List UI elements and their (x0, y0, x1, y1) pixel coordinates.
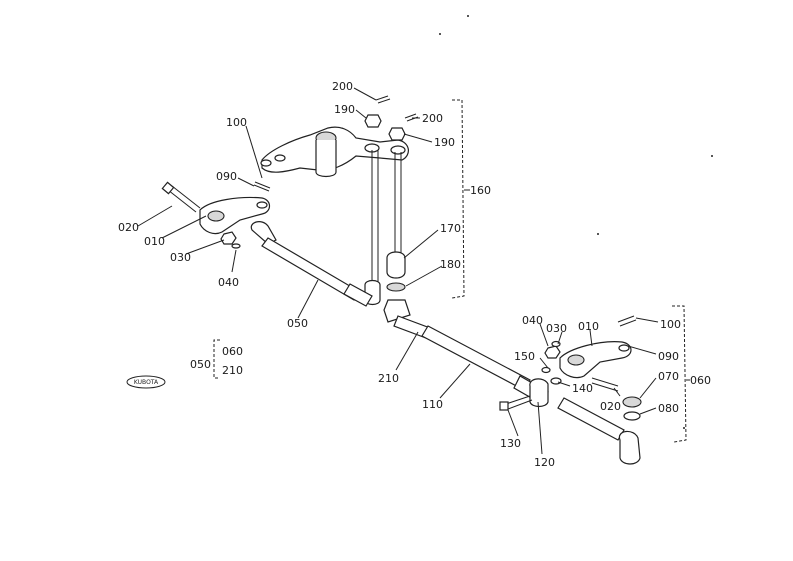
label-030-left: 030 (170, 251, 191, 264)
label-190-left: 190 (334, 103, 355, 116)
top-nuts (364, 95, 419, 141)
label-100-right: 100 (660, 318, 681, 331)
label-100-left: 100 (226, 116, 247, 129)
label-130: 130 (500, 437, 521, 450)
label-180: 180 (440, 258, 461, 271)
main-tie-rod (393, 315, 562, 411)
label-020-left: 020 (118, 221, 139, 234)
logo-text: KUBOTA (134, 379, 159, 386)
label-110: 110 (422, 398, 443, 411)
bracket-legend (213, 339, 220, 379)
label-010-right: 010 (578, 320, 599, 333)
label-190-right: 190 (434, 136, 455, 149)
label-200-right: 200 (422, 112, 443, 125)
label-210: 210 (378, 372, 399, 385)
label-150: 150 (514, 350, 535, 363)
label-080: 080 (658, 402, 679, 415)
bracket-160 (451, 99, 470, 299)
kubota-logo: KUBOTA (126, 375, 166, 389)
label-060: 060 (690, 374, 711, 387)
legend-group-label: 050 (190, 358, 211, 371)
label-030-right: 030 (546, 322, 567, 335)
label-140: 140 (572, 382, 593, 395)
part-labels: 200 190 200 190 100 090 160 020 010 030 … (118, 80, 711, 469)
leader-lines (137, 87, 659, 455)
dot-marks (439, 15, 713, 429)
label-160: 160 (470, 184, 491, 197)
label-120: 120 (534, 456, 555, 469)
label-070: 070 (658, 370, 679, 383)
label-200-left: 200 (332, 80, 353, 93)
left-tie-rod (250, 221, 373, 307)
center-ball-joints (364, 251, 411, 323)
label-040-left: 040 (218, 276, 239, 289)
label-170: 170 (440, 222, 461, 235)
center-arm-assembly (260, 126, 409, 290)
legend-item-060: 060 (222, 345, 243, 358)
label-020-right: 020 (600, 400, 621, 413)
right-arm-assembly (544, 315, 642, 465)
left-arm-assembly (161, 181, 271, 249)
label-050: 050 (287, 317, 308, 330)
label-090-right: 090 (658, 350, 679, 363)
label-040-right: 040 (522, 314, 543, 327)
legend-group: 050 060 210 (190, 345, 243, 377)
legend-item-210: 210 (222, 364, 243, 377)
label-010-left: 010 (144, 235, 165, 248)
label-090-left: 090 (216, 170, 237, 183)
bracket-060 (672, 305, 690, 443)
